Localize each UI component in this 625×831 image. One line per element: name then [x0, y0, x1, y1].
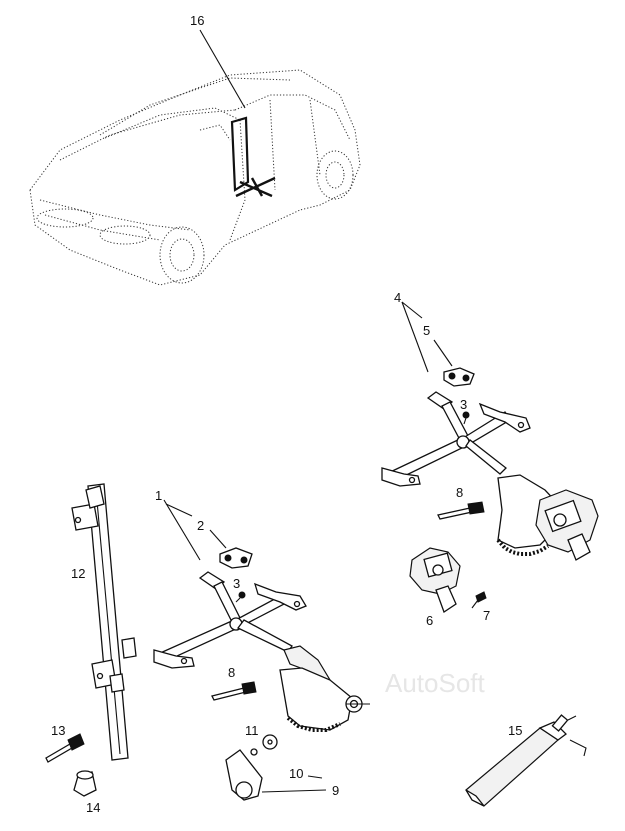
callout-4: 4 — [394, 290, 401, 305]
callout-7: 7 — [483, 608, 490, 623]
callout-10: 10 — [289, 766, 303, 781]
callout-14: 14 — [86, 800, 100, 815]
callout-13: 13 — [51, 723, 65, 738]
leader-lines — [163, 29, 453, 793]
callout-12: 12 — [71, 566, 85, 581]
guide-rail — [71, 483, 137, 761]
callout-5: 5 — [423, 323, 430, 338]
car-illustration — [29, 69, 361, 286]
callout-8-right: 8 — [456, 485, 463, 500]
rivet-and-bush — [45, 733, 97, 797]
watermark: AutoSoft — [385, 668, 486, 698]
callout-8-left: 8 — [228, 665, 235, 680]
callout-3-right: 3 — [460, 397, 467, 412]
callout-15: 15 — [508, 723, 522, 738]
callout-2: 2 — [197, 518, 204, 533]
callout-1: 1 — [155, 488, 162, 503]
callout-11: 11 — [245, 723, 259, 738]
callout-16: 16 — [190, 13, 204, 28]
callout-9: 9 — [332, 783, 339, 798]
callout-3-left: 3 — [233, 576, 240, 591]
grease-tube — [465, 714, 587, 807]
right-window-regulator — [381, 367, 599, 613]
callout-6: 6 — [426, 613, 433, 628]
left-window-regulator — [153, 547, 370, 801]
